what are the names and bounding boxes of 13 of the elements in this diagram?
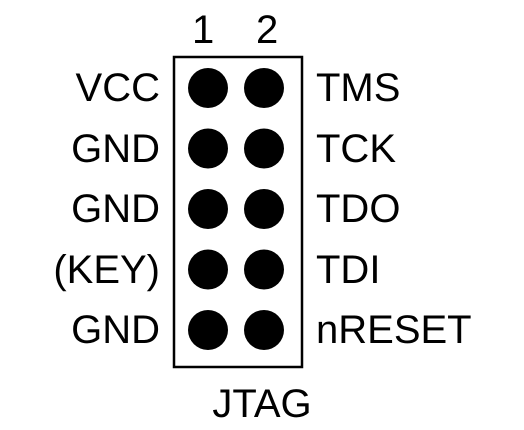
pin-label: GND [71,310,160,350]
caption: JTAG [211,384,313,424]
pin-label: nRESET [316,310,472,350]
pin-label: TDO [316,189,400,229]
pin-label: VCC [76,68,160,108]
pin-label: (KEY) [53,250,160,290]
pin-number: 2 [256,10,278,50]
pin-label: GND [71,189,160,229]
pin-label: TDI [316,250,380,290]
pin-label: TCK [316,128,396,168]
pin-label: TMS [316,68,400,108]
pin-label: GND [71,128,160,168]
pin-number: 1 [192,10,214,50]
